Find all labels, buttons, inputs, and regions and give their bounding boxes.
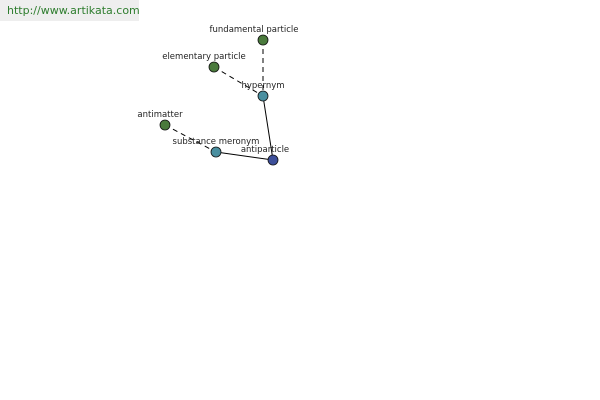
node-label-antiparticle[interactable]: antiparticle — [241, 145, 289, 155]
node-antiparticle[interactable] — [267, 154, 279, 166]
node-label-elementary-particle[interactable]: elementary particle — [162, 52, 246, 62]
node-substance-meronym[interactable] — [210, 146, 222, 158]
node-antimatter[interactable] — [159, 119, 171, 131]
edge-substance-meronym-to-antiparticle — [215, 151, 274, 161]
node-elementary-particle[interactable] — [208, 61, 220, 73]
node-fundamental-particle[interactable] — [257, 34, 269, 46]
node-hypernym[interactable] — [257, 90, 269, 102]
edge-antimatter-to-substance-meronym — [164, 124, 217, 153]
graph-edges — [164, 40, 274, 161]
node-label-hypernym[interactable]: hypernym — [241, 81, 284, 91]
edge-elementary-particle-to-hypernym — [213, 66, 264, 97]
node-label-substance-meronym[interactable]: substance meronym — [173, 137, 260, 147]
node-label-fundamental-particle[interactable]: fundamental particle — [210, 25, 299, 35]
source-url-link[interactable]: http://www.artikata.com — [0, 0, 140, 21]
graph-nodes: fundamental particle elementary particle h… — [137, 25, 299, 166]
edge-hypernym-to-antiparticle — [262, 95, 274, 161]
node-label-antimatter[interactable]: antimatter — [137, 110, 183, 120]
